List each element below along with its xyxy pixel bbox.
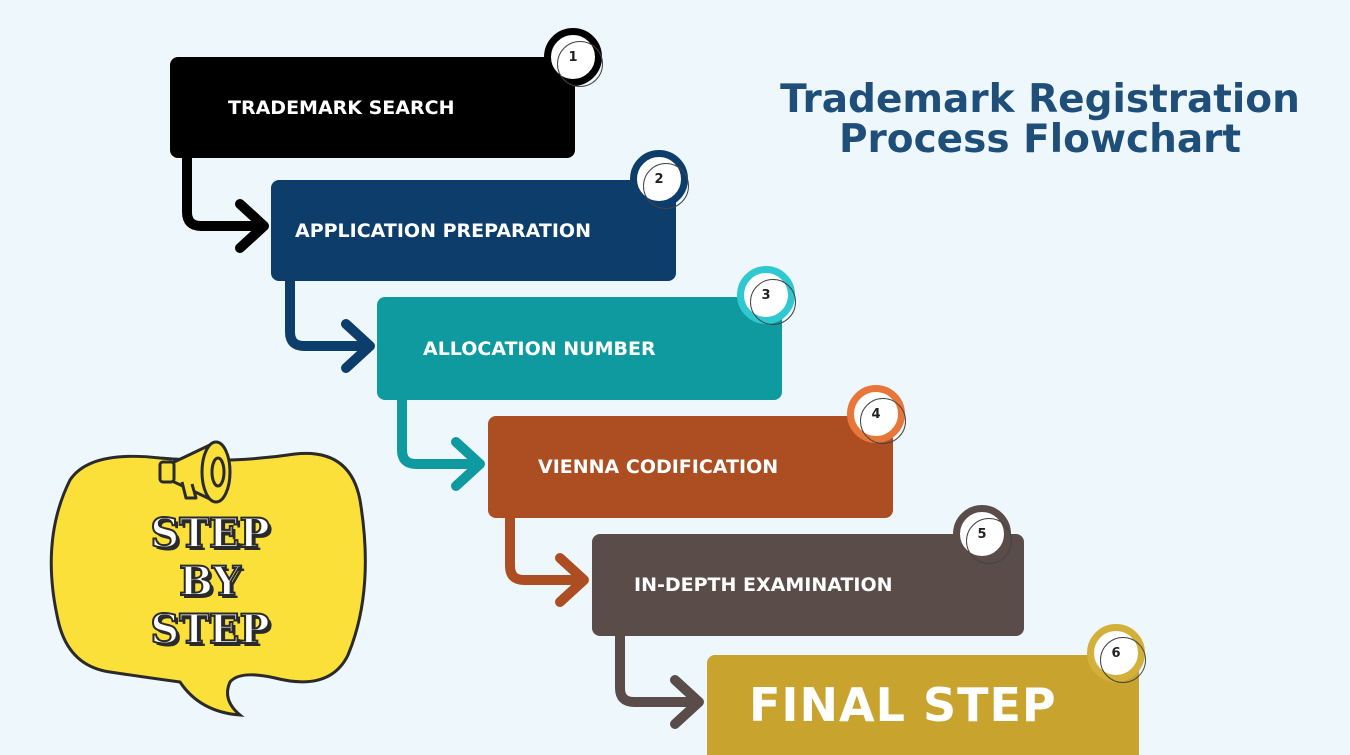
step-3-number: 3 (761, 287, 771, 303)
callout-text: STEP BY STEP (110, 509, 310, 654)
step-6-box: FINAL STEP (707, 655, 1139, 755)
connector-4-5 (505, 513, 589, 607)
badge-ring (1100, 637, 1146, 683)
badge-ring (966, 518, 1012, 564)
step-1-box: TRADEMARK SEARCH (170, 57, 575, 158)
step-by-step-callout (49, 440, 367, 717)
callout-line-2: BY (178, 557, 242, 606)
page-title: Trademark Registration Process Flowchart (760, 80, 1320, 160)
step-1-badge: 1 (544, 28, 603, 87)
connector-1-2 (182, 153, 269, 253)
title-line-2: Process Flowchart (838, 117, 1242, 162)
callout-bubble (49, 451, 367, 717)
badge-ring (643, 163, 689, 209)
step-3-box: ALLOCATION NUMBER (377, 297, 782, 400)
step-1-label: TRADEMARK SEARCH (228, 96, 455, 119)
connector-2-3 (285, 276, 375, 373)
step-2-number: 2 (654, 171, 664, 187)
step-2-box: APPLICATION PREPARATION (271, 180, 676, 281)
step-5-label: IN-DEPTH EXAMINATION (634, 574, 893, 596)
badge-ring (750, 279, 796, 325)
step-5-number: 5 (977, 526, 987, 542)
step-6-label: FINAL STEP (749, 678, 1057, 732)
badge-ring (557, 41, 603, 87)
step-4-number: 4 (871, 406, 881, 422)
step-6-number: 6 (1111, 645, 1121, 661)
step-2-label: APPLICATION PREPARATION (295, 219, 591, 242)
title-line-1: Trademark Registration (780, 77, 1300, 122)
callout-line-3: STEP (149, 605, 270, 654)
connector-3-4 (397, 395, 485, 491)
connector-5-6 (615, 631, 704, 729)
step-3-badge: 3 (737, 266, 796, 325)
step-2-badge: 2 (630, 150, 689, 209)
step-3-label: ALLOCATION NUMBER (423, 337, 656, 360)
step-5-box: IN-DEPTH EXAMINATION (592, 534, 1024, 636)
megaphone-icon (158, 440, 232, 504)
step-6-badge: 6 (1087, 624, 1146, 683)
step-5-badge: 5 (953, 505, 1012, 564)
step-4-box: VIENNA CODIFICATION (488, 416, 893, 518)
step-4-label: VIENNA CODIFICATION (538, 456, 779, 478)
step-4-badge: 4 (847, 385, 906, 444)
step-1-number: 1 (568, 49, 578, 65)
badge-ring (860, 398, 906, 444)
callout-line-1: STEP (149, 509, 270, 558)
